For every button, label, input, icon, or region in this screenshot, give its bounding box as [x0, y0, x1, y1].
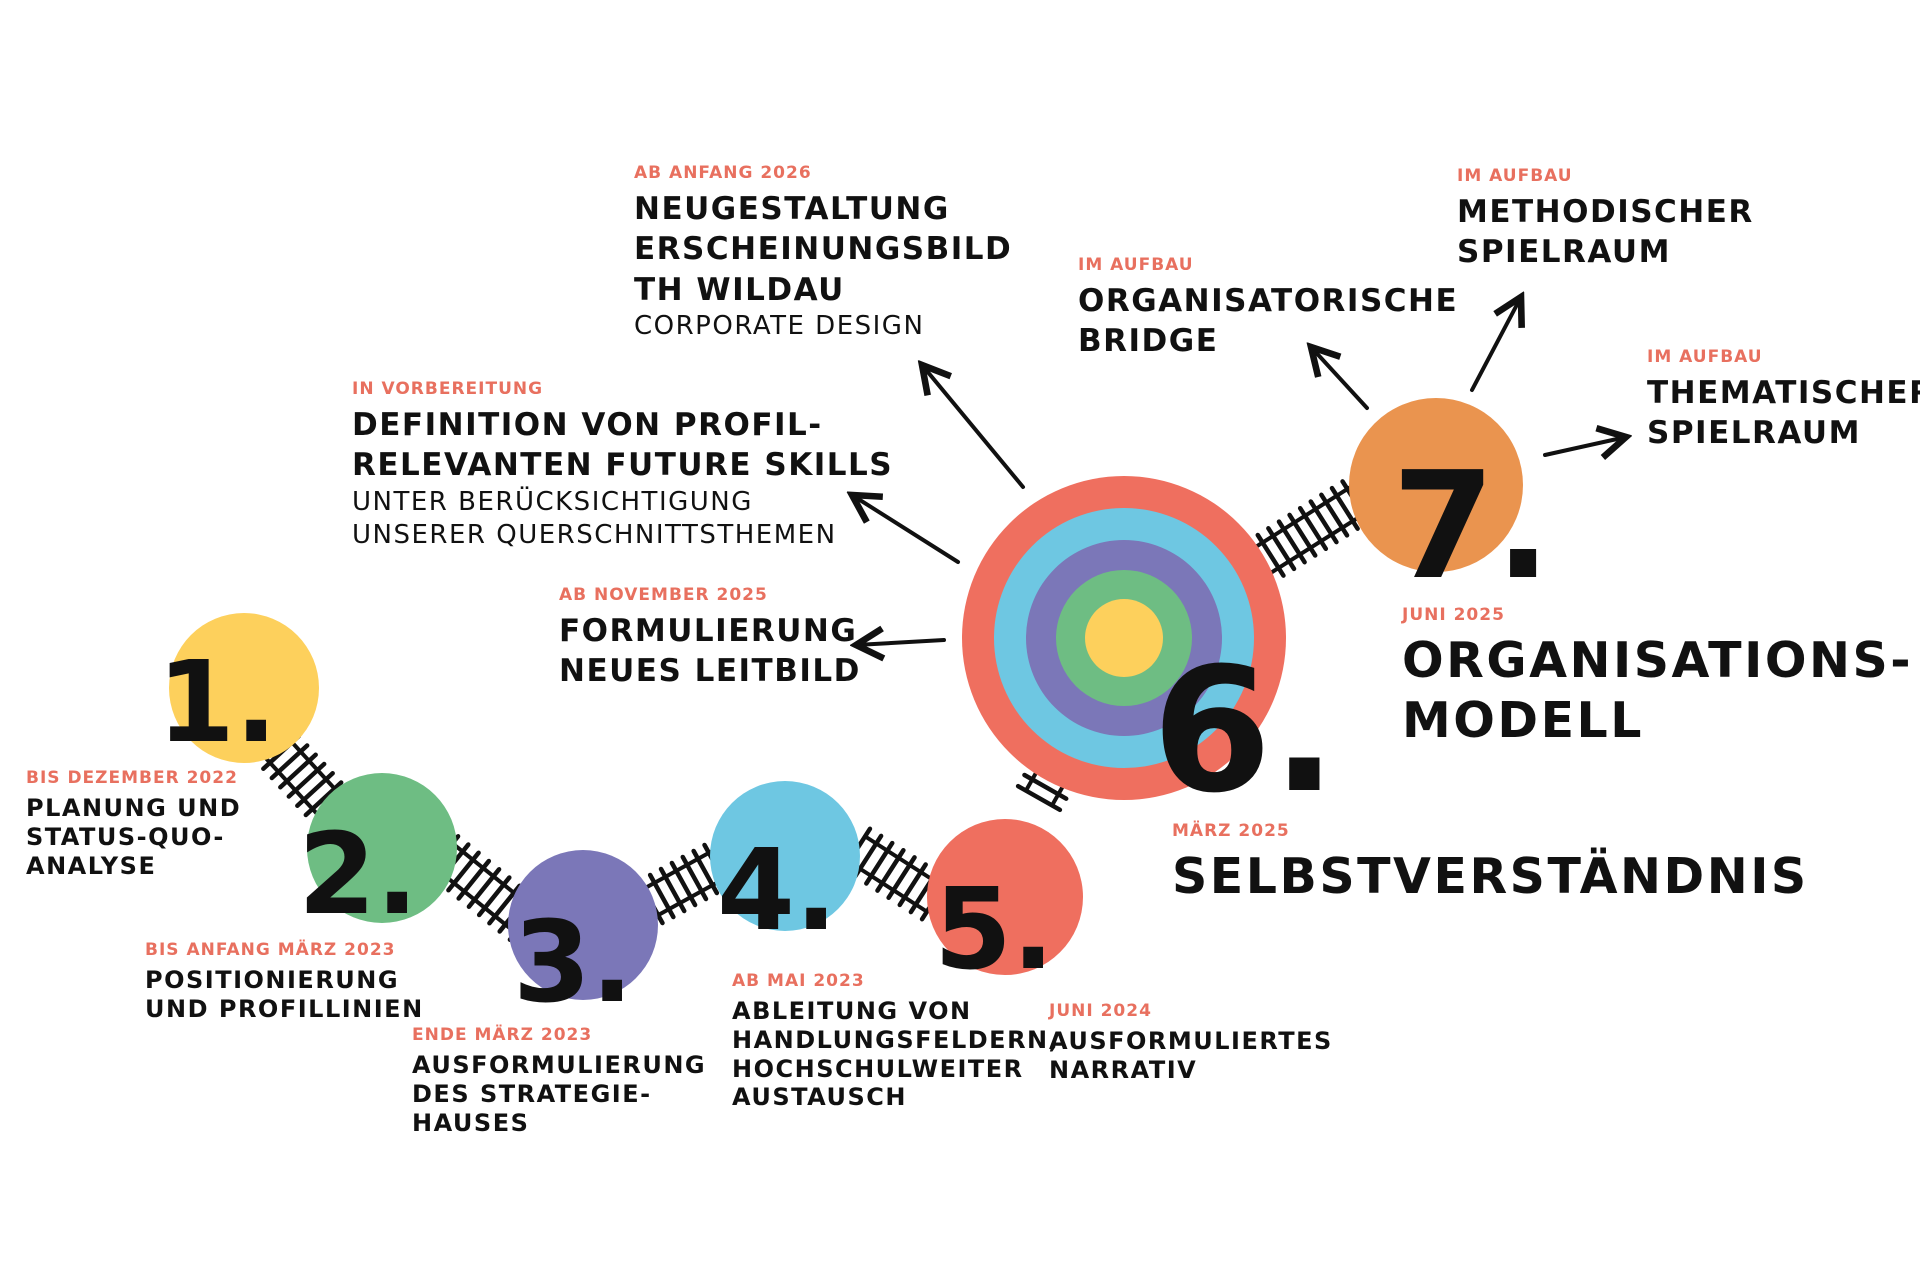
track-sleeper: [669, 860, 698, 908]
track-sleeper: [875, 847, 906, 893]
step-1-title: PLANUNG UND STATUS-QUO- ANALYSE: [26, 794, 242, 880]
step-3-date: ENDE MÄRZ 2023: [412, 1025, 593, 1045]
step-3-circle: [508, 850, 658, 1000]
outcome-corporate-design-title: NEUGESTALTUNG ERSCHEINUNGSBILD TH WILDAU: [634, 191, 1013, 308]
step-2-date: BIS ANFANG MÄRZ 2023: [145, 940, 396, 960]
track-sleeper: [303, 780, 344, 818]
step-5-label: JUNI 2024 AUSFORMULIERTES NARRATIV: [1049, 1001, 1333, 1085]
outcome-leitbild: AB NOVEMBER 2025 FORMULIERUNG NEUES LEIT…: [559, 585, 861, 692]
track-sleeper: [278, 752, 318, 790]
track-sleeper: [1266, 526, 1297, 572]
track-sleeper: [1276, 519, 1307, 565]
step-2-circle: [307, 773, 457, 923]
step-2-title: POSITIONIERUNG UND PROFILLINIEN: [145, 966, 424, 1023]
track-sleeper: [476, 875, 512, 918]
track-sleeper: [1319, 492, 1350, 538]
step-numbers: 1.2. 3. 4. 5. 6. 7.: [157, 440, 1551, 1028]
track-sleeper: [286, 761, 327, 799]
track-sleeper: [886, 855, 917, 901]
step-6-title: SELBSTVERSTÄNDNIS: [1172, 848, 1809, 905]
arrow-to-leitbild: [856, 640, 946, 645]
step-1-number: 1.: [157, 638, 277, 768]
step-7-title: ORGANISATIONS- MODELL: [1402, 632, 1914, 749]
track-sleeper: [1015, 783, 1063, 813]
arrow-to-thematischer-spielraum: [1543, 437, 1626, 455]
step-6-ring-5: [1085, 599, 1163, 677]
outcome-corporate-design-date: AB ANFANG 2026: [634, 163, 812, 183]
step-4-circle: [710, 781, 860, 931]
arrow-to-organisatorische-bridge: [1311, 347, 1369, 410]
step-3-number: 3.: [513, 898, 633, 1028]
track-sleeper: [1255, 532, 1286, 578]
step-1-circle: [169, 613, 319, 763]
step-1-date: BIS DEZEMBER 2022: [26, 768, 238, 788]
step-4-number: 4.: [717, 826, 837, 956]
step-7-label: JUNI 2025 ORGANISATIONS- MODELL: [1402, 605, 1913, 751]
outcome-leitbild-title: FORMULIERUNG NEUES LEITBILD: [559, 613, 861, 690]
step-5-circle: [927, 819, 1083, 975]
track-sleeper: [446, 850, 481, 893]
track-sleeper: [897, 862, 928, 908]
arrow-to-future-skills: [852, 495, 960, 564]
track-sleeper: [466, 867, 502, 909]
outcome-future-skills: IN VORBEREITUNG DEFINITION VON PROFIL- R…: [352, 379, 893, 553]
step-7-number: 7.: [1392, 440, 1551, 612]
step-5-title: AUSFORMULIERTES NARRATIV: [1049, 1027, 1333, 1084]
track-sleeper: [647, 872, 676, 920]
arrow-to-corporate-design: [922, 365, 1025, 489]
arrow-to-methodischer-spielraum: [1470, 297, 1521, 392]
track-sleeper: [1287, 512, 1318, 558]
step-3-label: ENDE MÄRZ 2023 AUSFORMULIERUNG DES STRAT…: [412, 1025, 706, 1137]
track-sleeper: [269, 743, 310, 781]
outcome-thematisch-date: IM AUFBAU: [1647, 347, 1763, 367]
track-sleeper: [1329, 485, 1360, 531]
track-sleeper: [1022, 772, 1069, 801]
outcome-bridge-title: ORGANISATORISCHE BRIDGE: [1078, 283, 1459, 360]
step-7-circle: [1349, 398, 1523, 572]
track-sleeper: [1297, 505, 1329, 552]
outcome-thematisch-title: THEMATISCHER SPIELRAUM: [1647, 375, 1920, 452]
outcome-corporate-design: AB ANFANG 2026 NEUGESTALTUNG ERSCHEINUNG…: [634, 163, 1012, 344]
outcome-thematischer-spielraum: IM AUFBAU THEMATISCHER SPIELRAUM: [1647, 347, 1920, 454]
outcome-leitbild-date: AB NOVEMBER 2025: [559, 585, 768, 605]
track-sleeper: [295, 771, 335, 808]
step-2-label: BIS ANFANG MÄRZ 2023 POSITIONIERUNG UND …: [145, 940, 424, 1024]
track-sleeper: [658, 866, 687, 914]
outcome-future-skills-date: IN VORBEREITUNG: [352, 379, 544, 399]
track-sleeper: [487, 883, 522, 926]
track-sleeper: [852, 833, 884, 879]
outcome-organisatorische-bridge: IM AUFBAU ORGANISATORISCHE BRIDGE: [1078, 255, 1458, 362]
outcome-methodisch-title: METHODISCHER SPIELRAUM: [1457, 194, 1754, 271]
step-7-date: JUNI 2025: [1402, 605, 1505, 625]
outcome-arrows: [852, 297, 1626, 645]
track-sleeper: [680, 854, 709, 902]
track-sleeper: [1308, 499, 1339, 545]
step-4-label: AB MAI 2023 ABLEITUNG VON HANDLUNGSFELDE…: [732, 971, 1059, 1112]
step-4-title: ABLEITUNG VON HANDLUNGSFELDERN, HOCHSCHU…: [732, 997, 1060, 1112]
outcome-future-skills-subtitle: UNTER BERÜCKSICHTIGUNG UNSERER QUERSCHNI…: [352, 486, 837, 551]
step-5-date: JUNI 2024: [1049, 1001, 1152, 1021]
track-sleeper: [691, 848, 720, 896]
outcome-future-skills-title: DEFINITION VON PROFIL- RELEVANTEN FUTURE…: [352, 407, 894, 484]
track-sleeper: [864, 840, 895, 886]
outcome-methodischer-spielraum: IM AUFBAU METHODISCHER SPIELRAUM: [1457, 166, 1754, 273]
step-2-number: 2.: [298, 810, 418, 940]
step-6-date: MÄRZ 2025: [1172, 821, 1290, 841]
step-4-date: AB MAI 2023: [732, 971, 865, 991]
outcome-methodisch-date: IM AUFBAU: [1457, 166, 1573, 186]
step-1-label: BIS DEZEMBER 2022 PLANUNG UND STATUS-QUO…: [26, 768, 241, 880]
track-sleeper: [456, 858, 492, 901]
step-6-number: 6.: [1152, 630, 1337, 831]
step-6-label: MÄRZ 2025 SELBSTVERSTÄNDNIS: [1172, 821, 1809, 907]
step-6-circle: [962, 476, 1286, 800]
step-3-title: AUSFORMULIERUNG DES STRATEGIE- HAUSES: [412, 1051, 707, 1137]
step-5-number: 5.: [934, 865, 1054, 995]
step-circles: [169, 398, 1523, 1000]
outcome-bridge-date: IM AUFBAU: [1078, 255, 1194, 275]
outcome-corporate-design-subtitle: CORPORATE DESIGN: [634, 310, 925, 341]
